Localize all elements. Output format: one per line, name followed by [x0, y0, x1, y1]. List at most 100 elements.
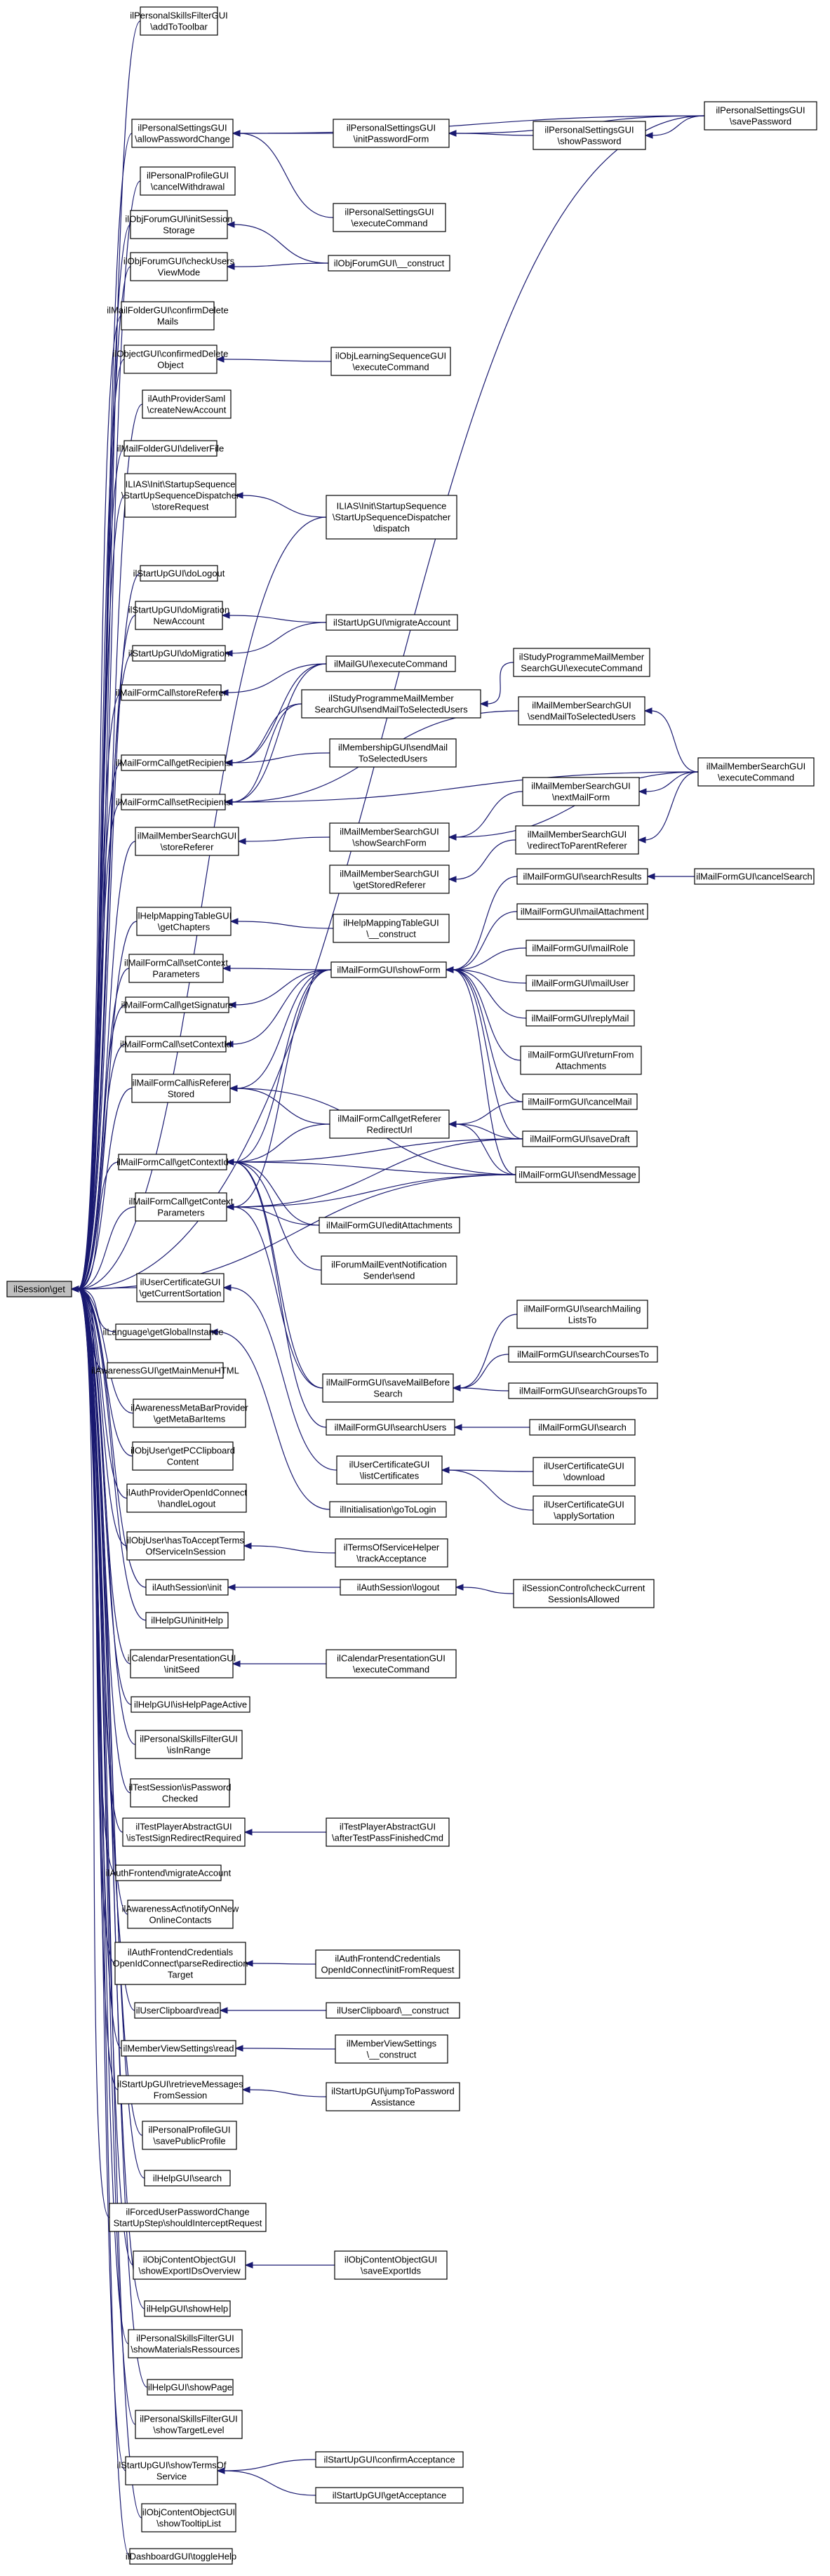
function-node[interactable]: ilStartUpGUI\confirmAcceptance [315, 2451, 464, 2468]
function-node[interactable]: ilPersonalSettingsGUI\allowPasswordChang… [131, 119, 234, 148]
function-node[interactable]: ilHelpGUI\search [144, 2170, 231, 2187]
function-node[interactable]: ilMailMemberSearchGUI\executeCommand [697, 757, 815, 787]
function-node[interactable]: ilMailGUI\executeCommand [326, 655, 456, 672]
function-node[interactable]: ilMailFormGUI\searchCoursesTo [508, 1346, 658, 1363]
function-node[interactable]: ilTermsOfServiceHelper\trackAcceptance [335, 1538, 448, 1568]
function-node[interactable]: ilMailFormCall\getSignature [121, 996, 234, 1013]
function-node[interactable]: ilPersonalProfileGUI\cancelWithdrawal [140, 166, 236, 196]
function-node[interactable]: ilHelpGUI\showHelp [144, 2300, 231, 2317]
function-node[interactable]: ilInitialisation\goToLogin [329, 1501, 447, 1518]
function-node[interactable]: ilUserClipboard\__construct [326, 2002, 460, 2019]
function-node[interactable]: ilAuthFrontend\migrateAccount [106, 1864, 232, 1881]
function-node[interactable]: ilHelpGUI\isHelpPageActive [130, 1696, 250, 1713]
function-node[interactable]: ilDashboardGUI\toggleHelp [126, 2548, 236, 2565]
function-node[interactable]: ilMailFormGUI\searchUsers [326, 1419, 455, 1436]
function-node[interactable]: ilMailFormCall\getContextId [116, 1154, 229, 1170]
function-node[interactable]: ilUserClipboard\read [134, 2002, 221, 2019]
function-node[interactable]: ilMailFormGUI\mailAttachment [516, 903, 648, 920]
function-node[interactable]: ilMailFormCall\setRecipients [116, 794, 231, 810]
function-node[interactable]: ilMailMemberSearchGUI\redirectToParentRe… [515, 825, 639, 855]
function-node[interactable]: ilMailFormGUI\editAttachments [319, 1217, 460, 1234]
function-node[interactable]: ilAwarenessGUI\getMainMenuHTML [91, 1362, 239, 1379]
function-node[interactable]: ilAuthSession\init [145, 1579, 229, 1596]
function-node[interactable]: ilMailFormGUI\sendMessage [515, 1166, 640, 1183]
function-node[interactable]: ilMailFormGUI\search [529, 1419, 636, 1436]
function-node[interactable]: ilMailFormGUI\replyMail [526, 1010, 635, 1027]
function-node[interactable]: ilMemberViewSettings\__construct [335, 2034, 448, 2064]
function-node[interactable]: ilMailFormCall\getRecipients [116, 754, 232, 771]
function-node[interactable]: ilObjLearningSequenceGUI\executeCommand [330, 347, 451, 376]
function-node[interactable]: ilAwarenessMetaBarProvider\getMetaBarIte… [130, 1399, 248, 1428]
function-node[interactable]: ilMailMemberSearchGUI\storeReferer [135, 827, 239, 856]
function-node[interactable]: ilUserCertificateGUI\getCurrentSortation [136, 1273, 225, 1302]
function-node[interactable]: ilMailFormGUI\mailRole [526, 940, 635, 956]
function-node[interactable]: ilMailFormGUI\searchGroupsTo [508, 1382, 658, 1399]
function-node[interactable]: ilMailFolderGUI\deliverFile [117, 440, 224, 457]
function-node[interactable]: ilPersonalSkillsFilterGUI\addToToolbar [130, 6, 228, 36]
function-node[interactable]: ilStartUpGUI\migrateAccount [326, 614, 458, 631]
function-node[interactable]: ilHelpMappingTableGUI\__construct [333, 914, 450, 943]
function-node[interactable]: ilPersonalProfileGUI\savePublicProfile [142, 2121, 237, 2150]
function-node[interactable]: ilStartUpGUI\doLogout [133, 565, 225, 582]
function-node[interactable]: ilUserCertificateGUI\download [533, 1457, 636, 1486]
function-node[interactable]: ilMailMemberSearchGUI\nextMailForm [522, 777, 640, 806]
function-node[interactable]: ilObjForumGUI\__construct [328, 255, 450, 272]
function-node[interactable]: ilMailFormCall\setContextId [120, 1036, 232, 1053]
function-node[interactable]: ilMailFormGUI\mailUser [526, 975, 635, 992]
function-node[interactable]: ilUserCertificateGUI\applySortation [533, 1495, 636, 1525]
function-node[interactable]: ilHelpGUI\initHelp [145, 1612, 229, 1629]
function-node[interactable]: ILIAS\Init\StartupSequence\StartUpSequen… [121, 473, 240, 518]
function-node[interactable]: ilCalendarPresentationGUI\initSeed [128, 1649, 236, 1679]
function-node[interactable]: ilPersonalSkillsFilterGUI\showMaterialsR… [128, 2329, 243, 2358]
function-node[interactable]: ilMailMemberSearchGUI\getStoredReferer [329, 865, 450, 894]
function-node[interactable]: ilMailFormGUI\searchResults [516, 868, 648, 885]
function-node[interactable]: ilHelpMappingTableGUI\getChapters [136, 907, 232, 936]
function-node[interactable]: ilTestPlayerAbstractGUI\isTestSignRedire… [122, 1817, 246, 1847]
function-node[interactable]: ilTestPlayerAbstractGUI\afterTestPassFin… [326, 1817, 450, 1847]
function-node[interactable]: ilMailFormGUI\showForm [330, 961, 447, 978]
function-node[interactable]: ilMailFormGUI\saveDraft [522, 1130, 638, 1147]
function-node[interactable]: ILIAS\Init\StartupSequence\StartUpSequen… [326, 495, 457, 540]
function-node[interactable]: ilPersonalSkillsFilterGUI\isInRange [135, 1730, 243, 1759]
function-node[interactable]: ilPersonalSettingsGUI\showPassword [533, 121, 646, 150]
function-node[interactable]: ilStartUpGUI\getAcceptance [315, 2487, 464, 2504]
function-node[interactable]: ilMailMemberSearchGUI\showSearchForm [329, 822, 450, 852]
function-node[interactable]: ilPersonalSkillsFilterGUI\showTargetLeve… [135, 2410, 243, 2439]
function-node[interactable]: ilMailFormGUI\cancelSearch [694, 868, 815, 885]
function-node[interactable]: ilAuthSession\logout [340, 1579, 457, 1596]
function-node[interactable]: ilUserCertificateGUI\listCertificates [336, 1455, 443, 1485]
root-node[interactable]: ilSession\get [6, 1281, 72, 1297]
function-node[interactable]: ilObjContentObjectGUI\showTooltipList [141, 2503, 236, 2532]
function-node[interactable]: ilPersonalSettingsGUI\savePassword [704, 101, 817, 131]
function-node[interactable]: ilMailFormCall\storeReferer [116, 684, 227, 701]
function-node[interactable]: ilStartUpGUI\doMigration [128, 645, 230, 662]
function-node[interactable]: ilMailFormGUI\cancelMail [522, 1093, 638, 1110]
function-node[interactable]: ilLanguage\getGlobalInstance [102, 1323, 224, 1340]
function-node[interactable]: ilAuthProviderOpenIdConnect\handleLogout [126, 1483, 247, 1513]
function-node[interactable]: ilMailMemberSearchGUI\sendMailToSelected… [518, 696, 645, 726]
function-node[interactable]: ilAuthProviderSaml\createNewAccount [142, 389, 232, 419]
